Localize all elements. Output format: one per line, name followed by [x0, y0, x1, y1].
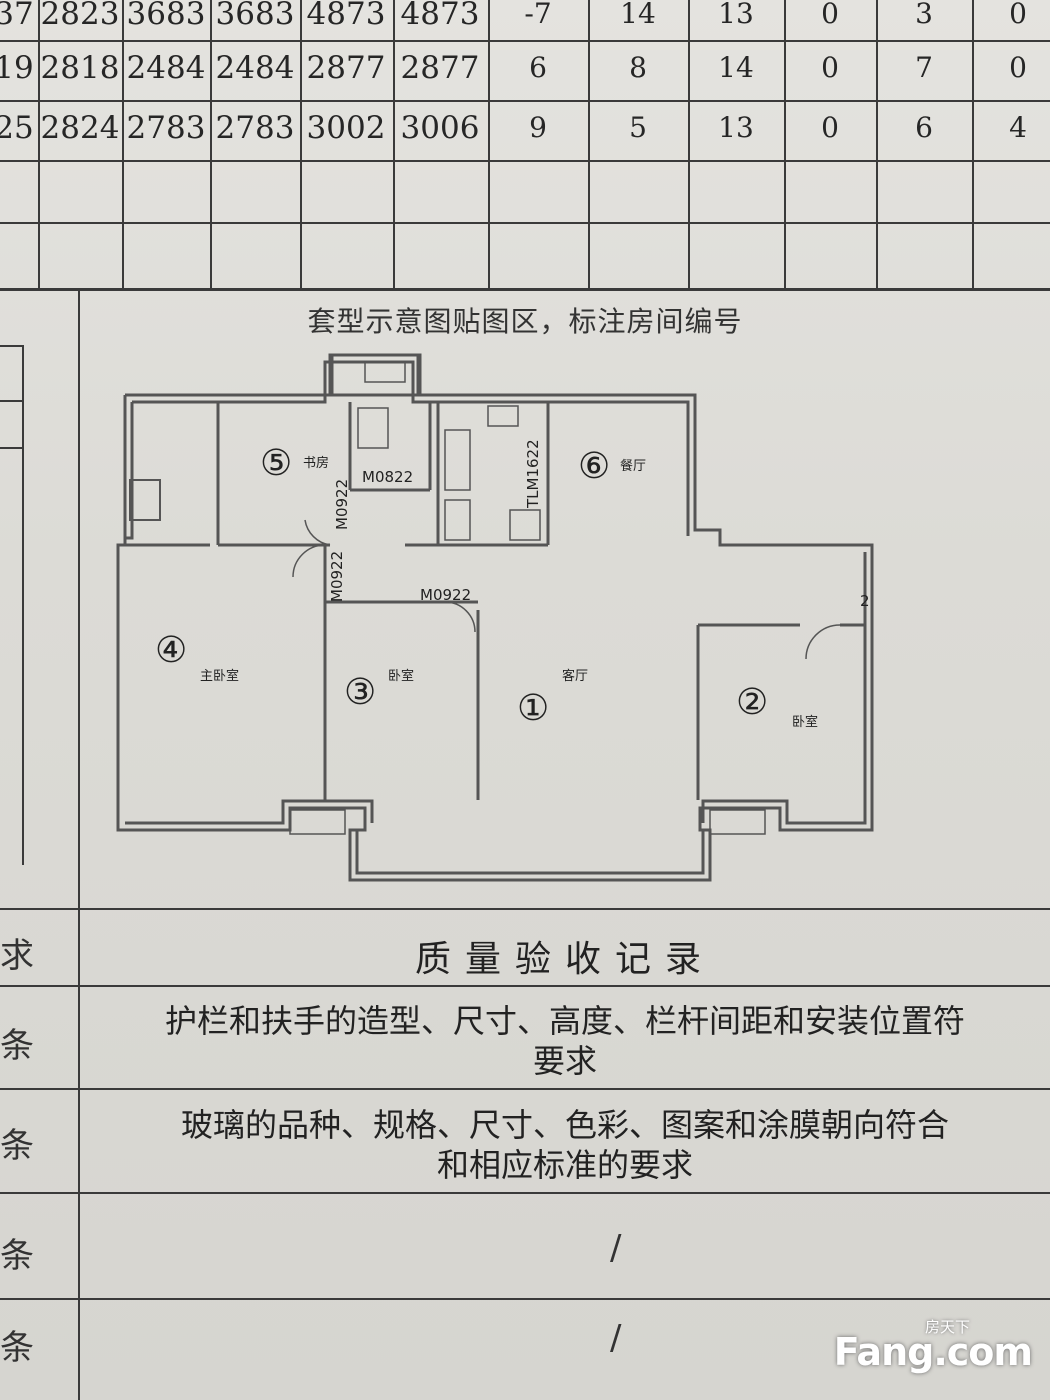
table-cell: 37 — [0, 0, 34, 32]
table-rule — [0, 1088, 1050, 1090]
room-number-6: ⑥ — [578, 446, 610, 487]
table-rule — [0, 985, 1050, 987]
table-cell: 5 — [629, 111, 647, 144]
record-row-1-line-1: 护栏和扶手的造型、尺寸、高度、栏杆间距和安装位置符 — [164, 1002, 965, 1040]
room-number-1: ① — [517, 688, 549, 729]
watermark-top-text: 房天下 — [924, 1318, 970, 1336]
table-cell: 8 — [629, 51, 647, 84]
table-cell: 3683 — [215, 0, 295, 32]
table-cell: 3 — [915, 0, 933, 30]
table-cell: 3002 — [306, 110, 386, 146]
table-cell: 2484 — [215, 50, 295, 86]
margin-char: 条 — [0, 1328, 34, 1368]
table-cell: 2823 — [40, 0, 120, 32]
door-code-m0922-vertical: M0922 — [333, 479, 351, 530]
slash-mark: / — [610, 1318, 622, 1358]
table-cell: 0 — [821, 111, 839, 144]
table-cell: 3683 — [126, 0, 206, 32]
room-number-3: ③ — [344, 672, 376, 713]
table-cell: 3006 — [400, 110, 480, 146]
table-cell: 2484 — [126, 50, 206, 86]
watermark-brand: Fang.com — [833, 1330, 1033, 1374]
table-cell: 4873 — [400, 0, 480, 32]
door-code-tlm1622: TLM1622 — [524, 439, 542, 509]
room-name-6: 餐厅 — [620, 458, 646, 474]
table-cell: 0 — [1009, 51, 1027, 84]
margin-char: 条 — [0, 1236, 34, 1276]
frame-line — [78, 290, 80, 1400]
table-cell: 6 — [915, 111, 933, 144]
table-cell: 2824 — [40, 110, 120, 146]
table-cell: 2877 — [306, 50, 386, 86]
table-cell: 7 — [915, 51, 933, 84]
table-cell: 13 — [718, 0, 754, 30]
room-name-2: 卧室 — [792, 714, 818, 730]
table-cell: 2783 — [215, 110, 295, 146]
watermark-logo: 房天下 Fang.com — [832, 1316, 1033, 1376]
table-rule — [0, 1298, 1050, 1300]
room-name-1: 客厅 — [562, 668, 588, 684]
frame-line — [0, 400, 24, 402]
room-name-4: 主卧室 — [200, 668, 239, 684]
table-cell: -7 — [524, 0, 552, 30]
table-cell: 13 — [718, 111, 754, 144]
frame-line — [0, 447, 24, 449]
side-mark: 2 — [860, 592, 870, 610]
record-row-2-line-1: 玻璃的品种、规格、尺寸、色彩、图案和涂膜朝向符合 — [180, 1106, 949, 1144]
table-cell: 2877 — [400, 50, 480, 86]
room-number-4: ④ — [155, 630, 187, 671]
slash-mark: / — [610, 1228, 622, 1268]
door-code-m0922: M0922 — [420, 586, 471, 604]
table-cell: 0 — [821, 0, 839, 30]
table-cell: 9 — [529, 111, 547, 144]
frame-line — [22, 345, 24, 865]
record-title: 质量验收记录 — [414, 939, 715, 980]
table-cell: 2818 — [40, 50, 120, 86]
table-rule — [0, 1192, 1050, 1194]
margin-char: 求 — [0, 936, 34, 976]
table-cell: 14 — [620, 0, 656, 30]
table-cell: 19 — [0, 50, 34, 86]
margin-char: 条 — [0, 1026, 34, 1066]
table-cell: 4 — [1009, 111, 1027, 144]
table-cell: 0 — [1009, 0, 1027, 30]
door-code-m0922-vertical: M0922 — [328, 551, 346, 602]
room-name-3: 卧室 — [388, 668, 414, 684]
table-cell: 14 — [718, 51, 754, 84]
table-cell: 2783 — [126, 110, 206, 146]
room-number-2: ② — [736, 682, 768, 723]
margin-char: 条 — [0, 1126, 34, 1166]
table-cell: 25 — [0, 110, 34, 146]
table-cell: 6 — [529, 51, 547, 84]
table-rule — [0, 908, 1050, 910]
room-name-5: 书房 — [303, 455, 329, 471]
plan-heading: 套型示意图贴图区，标注房间编号 — [307, 305, 743, 338]
door-code-m0822: M0822 — [362, 468, 413, 486]
record-row-2-line-2: 和相应标准的要求 — [436, 1146, 693, 1184]
table-cell: 4873 — [306, 0, 386, 32]
room-number-5: ⑤ — [260, 443, 292, 484]
floor-plan: ⑤ 书房 ⑥ 餐厅 ④ 主卧室 ③ 卧室 ① 客厅 ② 卧室 M0822 M09… — [116, 353, 874, 882]
table-cell: 0 — [821, 51, 839, 84]
frame-line — [0, 345, 24, 347]
record-row-1-line-2: 要求 — [532, 1042, 597, 1080]
outer-wall — [116, 395, 874, 882]
